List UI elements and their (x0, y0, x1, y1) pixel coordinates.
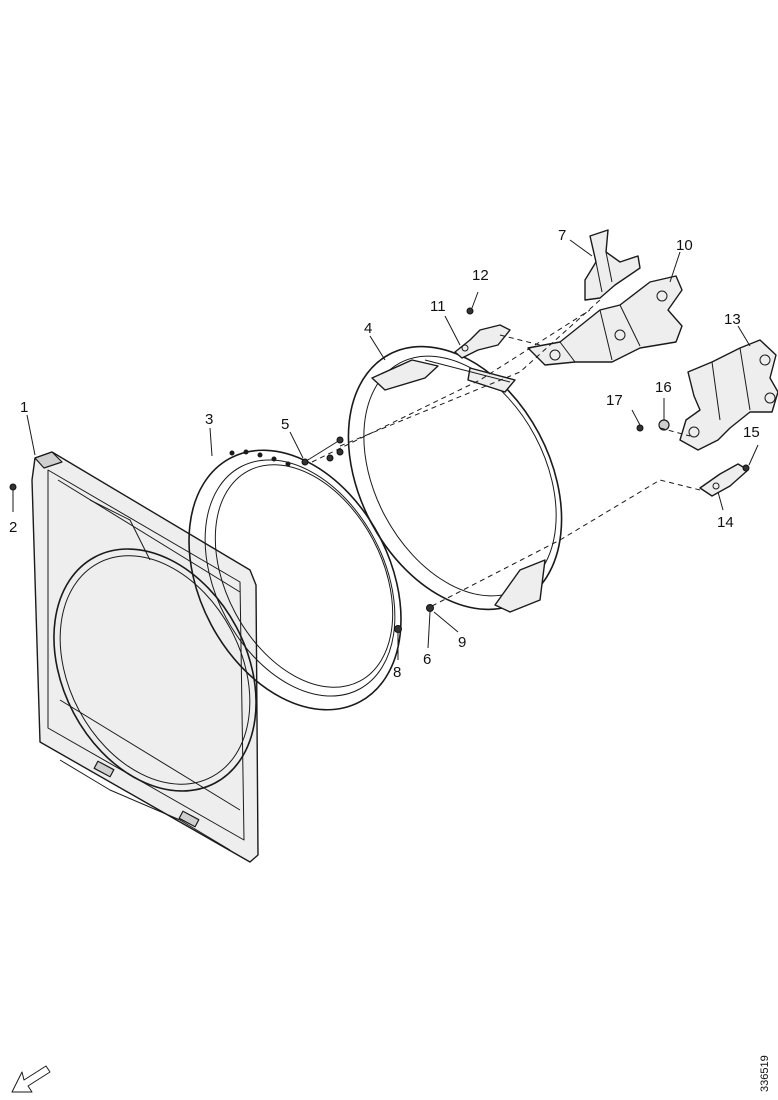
fan-shroud-part (31, 451, 259, 863)
callout-7: 7 (558, 227, 566, 244)
bolt-part-17 (631, 409, 644, 432)
washer-part-8 (394, 625, 402, 660)
arrow-down-left-icon (11, 1065, 51, 1093)
upper-bracket-part (584, 229, 641, 301)
callout-15: 15 (743, 424, 760, 441)
callout-5: 5 (281, 416, 289, 433)
nut-part-16 (658, 398, 670, 431)
screw-part-2 (9, 483, 17, 512)
bolt-part-5 (301, 436, 344, 466)
document-number: 336519 (759, 1055, 771, 1092)
callout-4: 4 (364, 320, 372, 337)
leader-line-9 (433, 611, 459, 633)
callout-labels: 1 2 3 4 5 6 7 8 9 10 11 12 13 14 15 16 1… (9, 227, 760, 681)
callout-10: 10 (676, 237, 693, 254)
callout-16: 16 (655, 379, 672, 396)
callout-11: 11 (430, 298, 446, 315)
callout-3: 3 (205, 411, 213, 428)
callout-1: 1 (20, 399, 28, 416)
support-bracket-part (527, 275, 683, 366)
clip-part-11 (454, 324, 511, 359)
callout-leaders (26, 239, 751, 511)
callout-2: 2 (9, 519, 17, 536)
assembly-lines (311, 299, 701, 607)
screw-part-15 (742, 444, 759, 472)
callout-9: 9 (458, 634, 466, 651)
callout-17: 17 (606, 392, 623, 409)
right-bracket-part (679, 339, 778, 451)
callout-14: 14 (717, 514, 734, 531)
callout-8: 8 (393, 664, 401, 681)
callout-12: 12 (472, 267, 489, 284)
callout-13: 13 (724, 311, 741, 328)
fan-ring-part (347, 345, 563, 613)
screw-part-12 (466, 291, 479, 315)
nut-part-6 (426, 604, 434, 649)
callout-6: 6 (423, 651, 431, 668)
seal-ring-part (188, 449, 402, 711)
clip-part-14 (699, 463, 749, 497)
